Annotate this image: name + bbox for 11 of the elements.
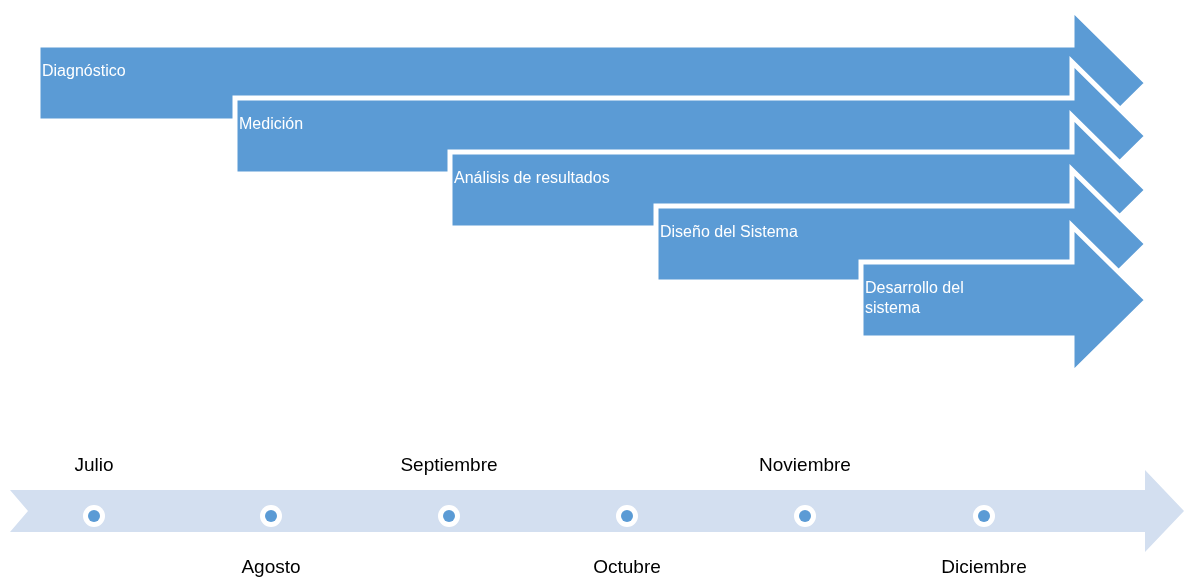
month-label: Septiembre — [400, 454, 498, 476]
step-label: Análisis de resultados — [454, 168, 610, 188]
month-label: Julio — [74, 454, 114, 476]
step-label: Desarrollo del sistema — [865, 278, 965, 318]
step-label: Medición — [239, 114, 304, 134]
step-label: Diagnóstico — [42, 61, 126, 81]
month-label: Diciembre — [941, 556, 1027, 578]
step-label: Diseño del Sistema — [660, 222, 798, 242]
month-label: Octubre — [593, 556, 661, 578]
month-label: Noviembre — [759, 454, 851, 476]
month-label: Agosto — [241, 556, 301, 578]
